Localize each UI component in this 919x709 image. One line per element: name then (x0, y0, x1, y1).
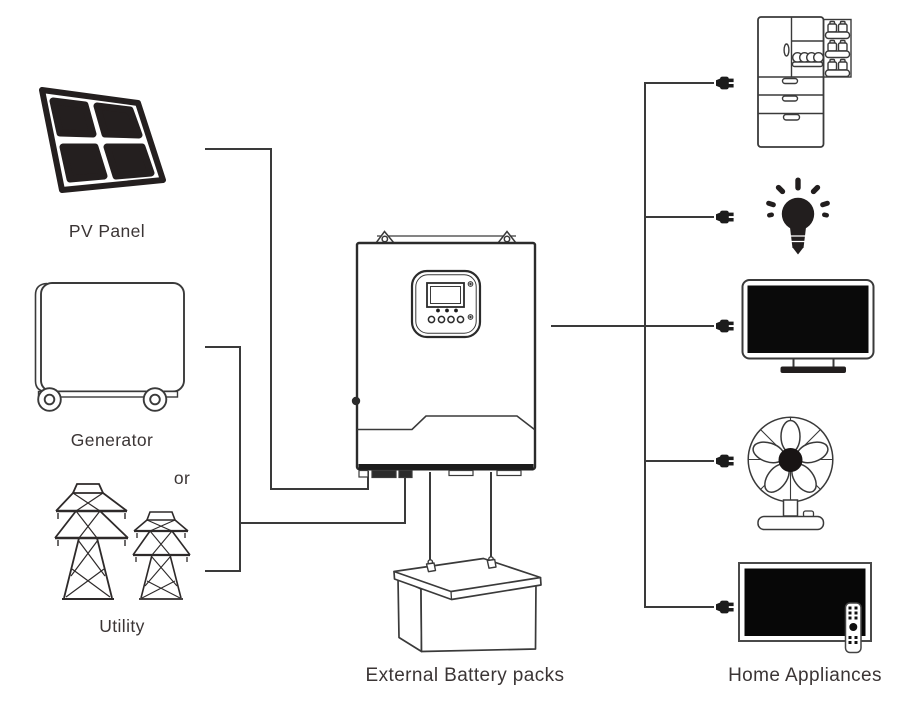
external-battery-label: External Battery packs (365, 665, 565, 686)
side-knob (351, 396, 361, 406)
light-bulb-icon (766, 177, 830, 255)
utility-label: Utility (99, 616, 145, 636)
inverter-icon (351, 230, 537, 479)
utility-towers-icon (54, 483, 191, 600)
wire-pv-to-inverter (205, 148, 369, 490)
wiring-lines (205, 82, 714, 608)
mounting-bracket-icon (374, 230, 518, 244)
power-plug-icon (716, 76, 734, 90)
home-appliances-label: Home Appliances (728, 665, 882, 686)
fridge-shelf-items (791, 52, 825, 68)
or-label: or (173, 468, 191, 488)
led-indicators (436, 308, 458, 313)
power-plug-icon (716, 319, 734, 333)
refrigerator-icon (757, 16, 852, 148)
generator-label: Generator (70, 430, 154, 450)
fan-icon (747, 416, 834, 531)
generator-icon (34, 282, 185, 412)
wire-acin-to-inverter (240, 471, 406, 524)
power-plug-icon (716, 600, 734, 614)
solar-panel-icon (39, 87, 166, 193)
power-plug-icon (716, 454, 734, 468)
drawer-handles (781, 77, 801, 121)
remote-control-icon (844, 602, 862, 654)
monitor-icon (741, 279, 875, 373)
battery-terminals (425, 556, 497, 573)
panel-buttons (427, 315, 465, 324)
battery-pack-icon (393, 556, 542, 653)
wire-generator-utility (205, 346, 241, 572)
pv-panel-label: PV Panel (68, 221, 146, 241)
wire-appliance-trunk (644, 82, 714, 608)
panel-screws (467, 281, 474, 320)
tv-icon (738, 562, 872, 654)
power-plug-icon (716, 210, 734, 224)
fridge-door-shelves (822, 18, 852, 78)
bottom-ports (358, 469, 522, 479)
fridge-handle (783, 43, 790, 57)
control-panel (410, 269, 482, 339)
